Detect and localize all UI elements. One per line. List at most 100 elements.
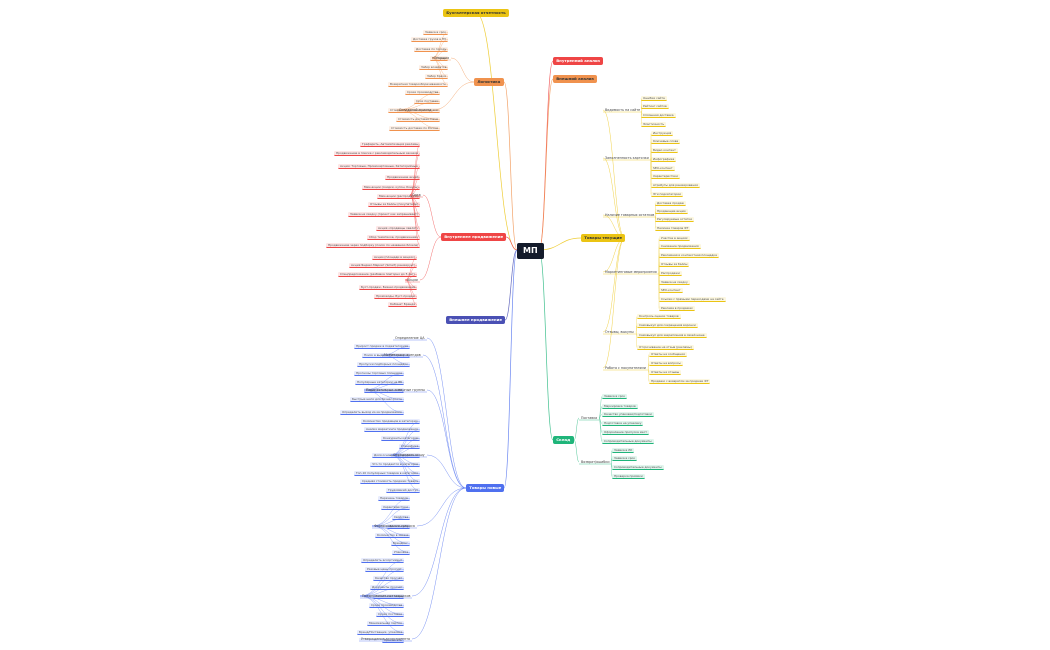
branch-6-item-3-0[interactable]: Участие в акциях bbox=[659, 235, 690, 242]
branch-6-item-3-6[interactable]: SEO-контент bbox=[659, 287, 683, 294]
branch-6-item-4-0[interactable]: Контроль оценок товаров bbox=[637, 313, 681, 320]
branch-4[interactable]: Внутреннее продвижение bbox=[441, 233, 507, 241]
branch-6-item-3-3[interactable]: Отзывы за баллы bbox=[659, 261, 690, 268]
branch-6-item-3-4[interactable]: Распродажи bbox=[659, 270, 682, 277]
branch-8[interactable]: Товары новые bbox=[466, 484, 505, 492]
branch-6-item-3-1[interactable]: Снижение продвижения bbox=[659, 243, 701, 250]
branch-8-item-3-3[interactable]: Специфика bbox=[399, 443, 421, 450]
branch-4-item-0-9[interactable]: Сбор тематиков, продвижение» bbox=[367, 234, 421, 241]
branch-6-item-0-2[interactable]: Сплошная доставка bbox=[641, 112, 676, 119]
branch-6-item-2-2[interactable]: Регулируемые остатки bbox=[655, 216, 695, 223]
branch-1-item-0-5[interactable]: Забор брака bbox=[425, 73, 448, 80]
branch-4-item-1-2[interactable]: Спецпредложение (разбивка повторно до 5 … bbox=[338, 271, 417, 278]
branch-8-item-1-1[interactable]: Поиск в выдаче ТОП товаров bbox=[362, 352, 411, 359]
branch-8-group-1[interactable]: Мониторинг трендов bbox=[384, 352, 421, 357]
branch-8-item-3-1[interactable]: Анализ маркетинга продвижения bbox=[364, 426, 420, 433]
branch-5[interactable]: Внешнее продвижение bbox=[446, 316, 506, 324]
branch-8-item-3-7[interactable]: Средняя стоимость продажи товара bbox=[360, 478, 420, 485]
branch-8-item-5-5[interactable]: Сроки производства bbox=[369, 602, 405, 609]
branch-8-item-2-1[interactable]: Популярные категории на ВБ bbox=[355, 379, 405, 386]
branch-7-group-1[interactable]: Возврат/ошибки bbox=[581, 459, 610, 464]
branch-7-item-1-1[interactable]: Заявка в срок bbox=[612, 455, 638, 462]
branch-7-item-0-5[interactable]: Сопроводительные документы bbox=[602, 438, 654, 445]
branch-4-item-0-8[interactable]: Акция «продавцы хвалят» bbox=[376, 225, 421, 232]
branch-8-item-5-2[interactable]: Качество просчёт bbox=[373, 575, 405, 582]
branch-8-item-5-7[interactable]: Минимальная партия bbox=[367, 620, 404, 627]
branch-8-item-5-3[interactable]: Документы просчёт bbox=[370, 584, 405, 591]
branch-8-item-2-3[interactable]: Быстрые шаги для бизнес-роста bbox=[350, 396, 404, 403]
branch-8-group-3[interactable]: Определить нишу bbox=[393, 452, 425, 457]
branch-7-item-0-0[interactable]: Заявка в срок bbox=[602, 393, 628, 400]
branch-4-item-0-3[interactable]: Продвижение акций bbox=[385, 174, 421, 181]
branch-4-item-1-3[interactable]: Буст-продаж, Бизнес-продвижение bbox=[359, 284, 418, 291]
branch-7-item-0-1[interactable]: Маркировка товаров bbox=[602, 403, 638, 410]
branch-6-item-5-3[interactable]: Продажи с возвратом за продажи ФТ bbox=[649, 378, 711, 385]
branch-8-item-4-2[interactable]: Свойства bbox=[392, 514, 411, 521]
branch-7-item-0-4[interactable]: Оформление пропуска мест bbox=[602, 429, 649, 436]
branch-1[interactable]: Логистика bbox=[474, 78, 504, 86]
branch-8-item-4-4[interactable]: Количество в заказе bbox=[375, 532, 411, 539]
branch-4-item-1-4[interactable]: Промокоды, Буст-продаж bbox=[374, 293, 418, 300]
branch-8-group-2[interactable]: Перспективные товарные группы bbox=[366, 387, 425, 392]
branch-4-item-0-2[interactable]: Акции: Торговые, Промокартовные, Категор… bbox=[338, 163, 420, 170]
branch-0[interactable]: Бухгалтерская отчетность bbox=[443, 9, 509, 17]
branch-6-item-1-5[interactable]: Характеристики bbox=[651, 173, 681, 180]
branch-1-item-1-4[interactable]: Стоимость доставки по России bbox=[389, 125, 441, 132]
branch-6-item-0-1[interactable]: Рейтинг сайтов bbox=[641, 103, 669, 110]
branch-8-item-3-5[interactable]: Что-то продается в категории bbox=[370, 461, 421, 468]
branch-7-item-1-2[interactable]: Сопроводительные документы bbox=[612, 464, 664, 471]
branch-6-group-3[interactable]: Маркетинговые мероприятия bbox=[605, 269, 657, 274]
branch-8-item-2-0[interactable]: Прогнозы торговых площадок bbox=[354, 370, 405, 377]
branch-1-group-1[interactable]: Складской приход bbox=[399, 107, 432, 112]
branch-8-item-4-1[interactable]: Характеристики bbox=[381, 504, 411, 511]
branch-6-item-4-3[interactable]: Отсрочивание на отзыв (рекламы) bbox=[637, 344, 694, 351]
branch-7-item-1-3[interactable]: Проверка приёмки bbox=[612, 473, 645, 480]
branch-8-item-4-5[interactable]: Брендинг bbox=[391, 540, 410, 547]
branch-7-group-0[interactable]: Поставка bbox=[581, 415, 598, 420]
branch-8-item-2-4[interactable]: Определить выход из-за продвижения bbox=[340, 409, 404, 416]
branch-6[interactable]: Товары текущие bbox=[581, 234, 626, 242]
branch-7-item-0-3[interactable]: Подготовка на упаковку bbox=[602, 420, 644, 427]
branch-8-item-4-6[interactable]: Упаковка bbox=[392, 549, 411, 556]
branch-6-item-1-6[interactable]: Атрибуты для ранжирования bbox=[651, 182, 700, 189]
branch-6-item-1-7[interactable]: Эти подкатегории bbox=[651, 191, 684, 198]
branch-8-item-3-4[interactable]: Доля основных конкурентов bbox=[372, 452, 420, 459]
branch-8-group-6[interactable]: Утверждение ассортимента bbox=[361, 636, 411, 641]
branch-4-item-0-1[interactable]: Продвижение в поиске с рекламодательным … bbox=[334, 150, 421, 157]
branch-6-item-4-1[interactable]: Самовыкуп для сокращения воронки bbox=[637, 322, 698, 329]
branch-4-item-0-5[interactable]: Мем-акции (распродажи) bbox=[377, 193, 420, 200]
branch-8-item-5-0[interactable]: Определить ассортимент bbox=[361, 557, 405, 564]
branch-6-group-1[interactable]: Заполненность карточки bbox=[605, 155, 649, 160]
branch-6-item-3-5[interactable]: Заявка на скидку bbox=[659, 279, 690, 286]
branch-1-item-0-6[interactable]: Возвратная товарооборачиваемость bbox=[388, 81, 448, 88]
branch-8-item-6-0[interactable]: Просчитать bbox=[382, 637, 404, 644]
branch-6-item-3-8[interactable]: Реклама в продажах bbox=[659, 305, 695, 312]
branch-8-item-3-8[interactable]: Трудоёмкий доступ bbox=[386, 487, 421, 494]
branch-6-item-3-7[interactable]: Ссылки с прямыми переходами на сайте bbox=[659, 296, 726, 303]
branch-6-group-0[interactable]: Видимость на сайте bbox=[605, 107, 641, 112]
branch-2[interactable]: Внутренний анализ bbox=[553, 57, 604, 65]
branch-6-item-1-4[interactable]: SEO-контент bbox=[651, 165, 675, 172]
branch-8-item-4-0[interactable]: Перечень товаров bbox=[378, 495, 410, 502]
branch-3[interactable]: Внешний анализ bbox=[553, 75, 598, 83]
branch-6-item-3-2[interactable]: Рекламная и контекстная площадка bbox=[659, 252, 719, 259]
branch-4-item-0-4[interactable]: Мем-акции (скидки, купон, бонусы) bbox=[362, 184, 421, 191]
branch-6-item-5-2[interactable]: Ответы на отзывы bbox=[649, 369, 682, 376]
branch-8-item-1-2[interactable]: Пропуски подборных площадок bbox=[357, 361, 410, 368]
branch-1-item-1-2[interactable]: Стоимость доставки хостелями bbox=[388, 107, 441, 114]
branch-6-item-2-3[interactable]: Наличие товаров ФТ bbox=[655, 225, 691, 232]
branch-1-item-1-3[interactable]: Стоимость доставки Dами bbox=[396, 116, 441, 123]
branch-8-item-5-1[interactable]: Разовые цены просчёт bbox=[365, 566, 404, 573]
branch-8-item-1-0[interactable]: Прирост продаж в подкатегориях bbox=[354, 343, 411, 350]
branch-1-item-0-2[interactable]: Доставка по городу bbox=[414, 46, 449, 53]
branch-4-item-0-10[interactable]: Продвижение через подборку (поиск по наз… bbox=[326, 242, 421, 249]
branch-6-item-1-3[interactable]: Инфографика bbox=[651, 156, 677, 163]
branch-4-group-0[interactable]: Скид bbox=[412, 192, 421, 197]
branch-1-item-0-4[interactable]: Забор возвратов bbox=[419, 64, 449, 71]
branch-6-item-0-3[interactable]: Эластичность bbox=[641, 121, 667, 128]
branch-1-item-1-0[interactable]: Сроки производства bbox=[405, 89, 441, 96]
branch-1-item-0-3[interactable]: Поставки bbox=[430, 55, 449, 62]
branch-1-item-0-1[interactable]: Доставка грузов в ПЗ bbox=[411, 36, 448, 43]
branch-8-group-5[interactable]: Предложения поставщиков bbox=[362, 593, 411, 598]
branch-8-item-4-3[interactable]: Цена закупа bbox=[387, 523, 411, 530]
